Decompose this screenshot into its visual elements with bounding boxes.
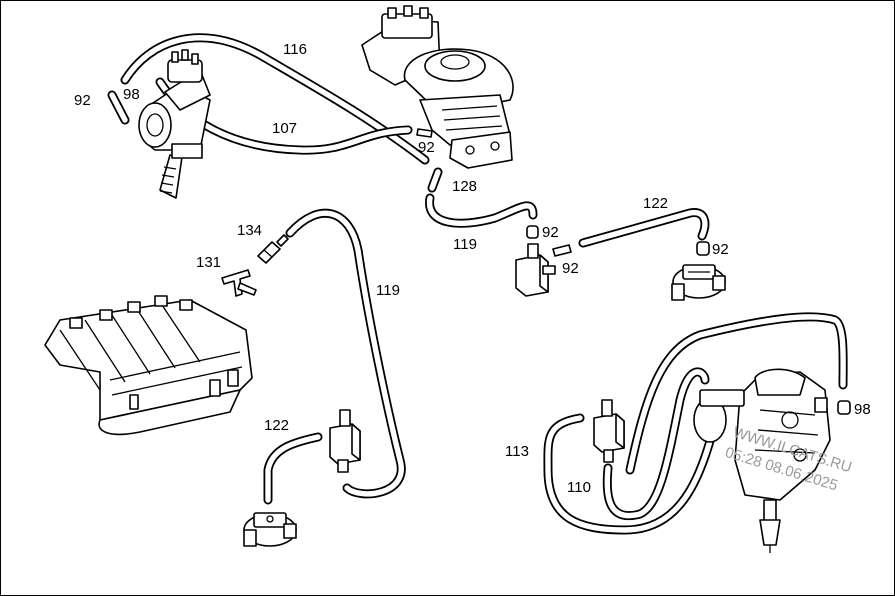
callout-128: 128 — [452, 178, 478, 195]
callout-134: 134 — [237, 222, 263, 239]
hose-92-left — [107, 90, 130, 125]
hose-113 — [543, 400, 725, 535]
callout-122-right: 122 — [643, 195, 669, 212]
callout-107: 107 — [272, 120, 298, 137]
hose-long-loop — [625, 312, 848, 475]
callout-122-left: 122 — [264, 417, 290, 434]
callout-116: 116 — [283, 41, 307, 58]
connector-92-e — [696, 241, 710, 256]
hose-122-left — [263, 432, 323, 505]
hose-122-right — [578, 208, 710, 248]
connector-98-right — [837, 400, 851, 415]
thermo-valve-right — [671, 264, 726, 301]
switchover-valve-top — [515, 243, 556, 297]
connector-92-c — [526, 225, 539, 239]
hose-110 — [602, 367, 710, 521]
valve-134 — [257, 234, 289, 264]
t-piece-131 — [221, 269, 257, 297]
ignition-distributor — [138, 49, 211, 199]
callout-119-mid: 119 — [376, 282, 400, 299]
callout-131: 131 — [196, 254, 222, 271]
callout-92-left: 92 — [74, 92, 91, 109]
callout-92-center: 92 — [418, 139, 435, 156]
callout-92-connector: 92 — [562, 260, 579, 277]
callout-98-left: 98 — [123, 86, 140, 103]
callout-113: 113 — [505, 443, 529, 460]
callout-119-top: 119 — [453, 236, 477, 253]
connector-92-b — [416, 128, 433, 138]
switchover-valve-right — [593, 399, 625, 463]
callout-98-right: 98 — [854, 401, 871, 418]
hose-119-mid — [285, 208, 406, 499]
throttle-housing — [361, 5, 514, 169]
thermo-valve-left — [243, 512, 297, 547]
callout-92-sensor: 92 — [712, 241, 729, 258]
hose-128 — [427, 167, 443, 193]
hose-119-top — [425, 193, 538, 228]
callout-110: 110 — [567, 479, 591, 496]
fuel-distributor — [693, 368, 831, 553]
connector-92-d — [552, 244, 572, 257]
callout-92-valve: 92 — [542, 224, 559, 241]
hose-116 — [120, 33, 430, 165]
switchover-valve-left — [329, 409, 361, 473]
intake-manifold — [44, 295, 253, 436]
